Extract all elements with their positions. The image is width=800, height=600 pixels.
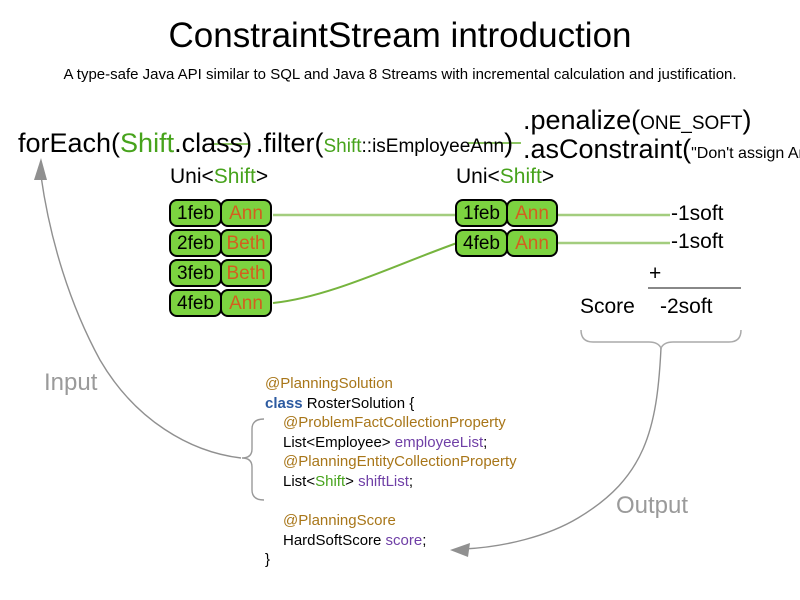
employee-cell: Ann [220, 289, 272, 317]
code-token: Shift [315, 472, 346, 490]
uni-pre: Uni< [456, 165, 500, 188]
foreach-call: forEach(Shift.class) [18, 128, 252, 159]
filter-type: Shift [323, 136, 362, 157]
code-line: List<Shift> shiftList; [265, 472, 517, 492]
uni-type: Shift [213, 165, 256, 188]
date-cell: 3feb [169, 259, 222, 287]
input-arrowhead-icon [34, 158, 47, 180]
filter-pre: .filter( [256, 128, 324, 158]
code-token: class [265, 394, 303, 412]
employee-cell: Ann [506, 229, 558, 257]
foreach-type: Shift [120, 128, 175, 158]
employee-cell: Ann [506, 199, 558, 227]
date-cell: 4feb [455, 229, 508, 257]
code-token: RosterSolution { [302, 394, 415, 412]
foreach-post: .class) [174, 128, 253, 158]
code-token: List< [283, 472, 316, 490]
code-line [265, 492, 517, 512]
penalize-pre: .penalize( [523, 105, 641, 135]
employee-cell: Beth [220, 259, 272, 287]
code-line: @PlanningSolution [265, 374, 517, 394]
code-line: @PlanningScore [265, 511, 517, 531]
code-token: @PlanningScore [283, 512, 396, 530]
penalize-post: ) [742, 105, 752, 135]
code-line: List<Employee> employeeList; [265, 433, 517, 453]
code-token: ; [422, 531, 427, 549]
asconstraint-call: .asConstraint("Don't assign Ann") [523, 134, 800, 165]
date-cell: 2feb [169, 229, 222, 257]
code-line: HardSoftScore score; [265, 531, 517, 551]
employee-cell: Ann [220, 199, 272, 227]
score-label: Score [580, 295, 635, 318]
penalty-value-2: -1soft [671, 230, 724, 253]
date-cell: 1feb [169, 199, 222, 227]
filter-call: .filter(Shift::isEmployeeAnn) [256, 128, 513, 159]
penalty-value-1: -1soft [671, 202, 724, 225]
code-token: List<Employee> [283, 433, 395, 451]
score-total: -2soft [660, 295, 713, 318]
code-token: @PlanningSolution [265, 375, 393, 392]
code-token: } [265, 551, 271, 569]
penalize-call: .penalize(ONE_SOFT) [523, 105, 751, 136]
code-token: HardSoftScore [283, 531, 386, 549]
right-stream-header: Uni<Shift> [456, 165, 554, 189]
foreach-pre: forEach( [18, 128, 121, 158]
date-cell: 4feb [169, 289, 222, 317]
score-underbrace [580, 329, 742, 350]
code-token: ; [483, 433, 488, 451]
code-line: @ProblemFactCollectionProperty [265, 413, 517, 433]
code-token: ; [408, 472, 414, 490]
code-token: shiftList [358, 472, 409, 490]
left-stream-header: Uni<Shift> [170, 165, 268, 189]
code-line: @PlanningEntityCollectionProperty [265, 452, 517, 472]
code-token: score [385, 531, 423, 549]
uni-type: Shift [499, 165, 542, 188]
page-title: ConstraintStream introduction [168, 16, 632, 55]
uni-post: > [541, 165, 555, 188]
asconstraint-pre: .asConstraint( [523, 134, 692, 164]
employee-cell: Beth [220, 229, 272, 257]
code-line: } [265, 550, 517, 570]
code-token: @ProblemFactCollectionProperty [283, 414, 506, 432]
code-token: @PlanningEntityCollectionProperty [283, 453, 517, 471]
uni-post: > [255, 165, 269, 188]
code-line: class RosterSolution { [265, 394, 517, 414]
filter-post: ) [504, 128, 514, 158]
date-cell: 1feb [455, 199, 508, 227]
input-label: Input [44, 369, 98, 396]
code-token: employeeList [394, 433, 484, 451]
stream-link-4feb [272, 242, 458, 304]
uni-pre: Uni< [170, 165, 214, 188]
filter-method: ::isEmployeeAnn [361, 136, 505, 157]
output-label: Output [616, 492, 689, 519]
sum-plus-sign: + [649, 262, 662, 285]
penalize-arg: ONE_SOFT [640, 113, 743, 134]
code-brace [241, 418, 265, 501]
code-token: > [345, 472, 359, 490]
page-subtitle: A type-safe Java API similar to SQL and … [63, 66, 737, 83]
asconstraint-arg: "Don't assign Ann" [691, 145, 800, 162]
